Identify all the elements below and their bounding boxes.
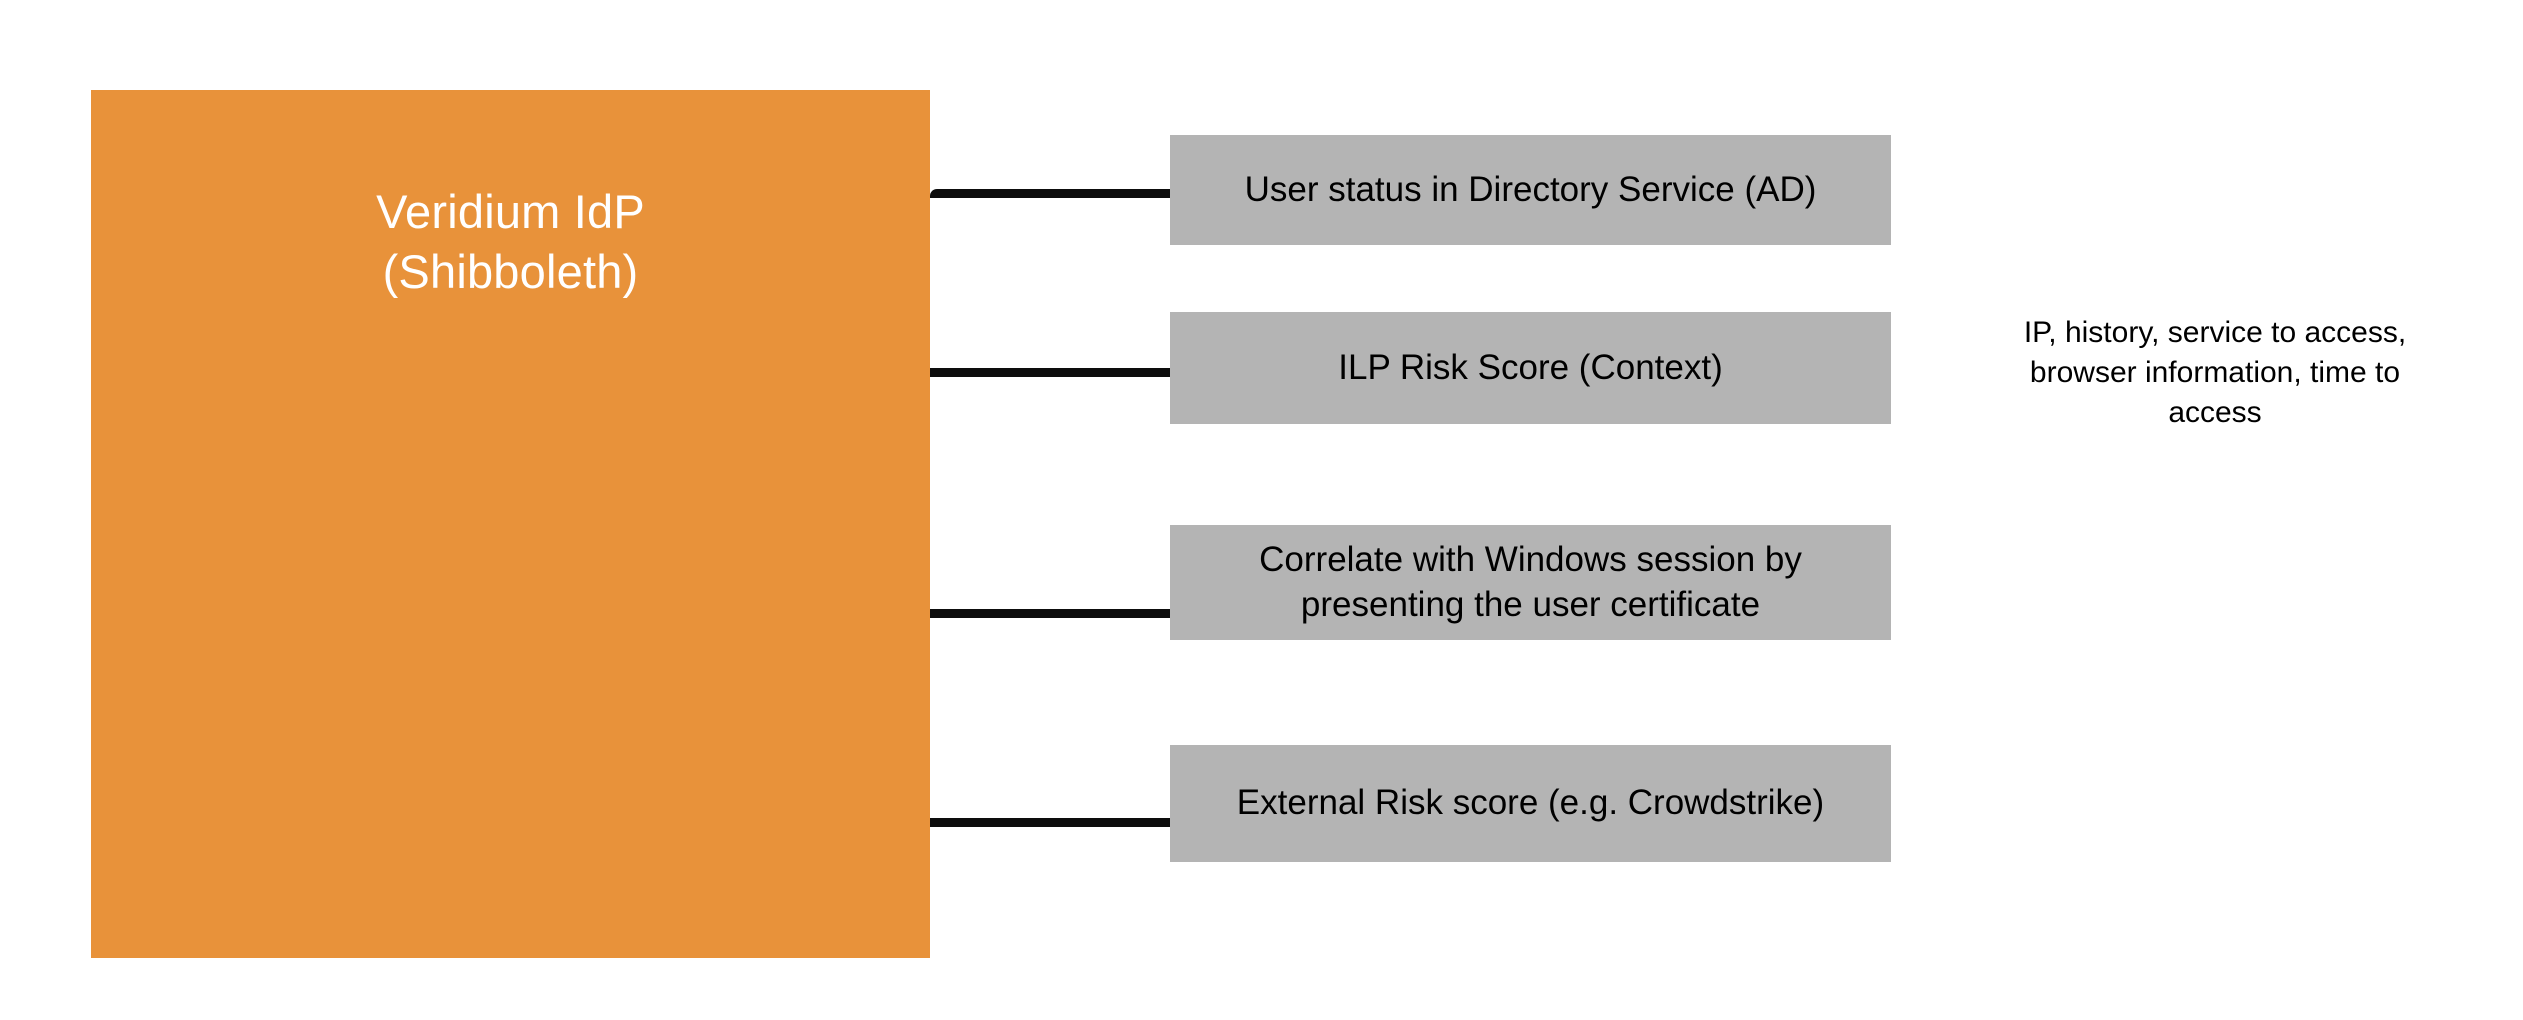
attribute-box-label: User status in Directory Service (AD) <box>1244 169 1817 209</box>
attribute-box-label: External Risk score (e.g. Crowdstrike) <box>1236 783 1825 823</box>
idp-node[interactable]: Veridium IdP (Shibboleth) <box>91 90 930 958</box>
attribute-box-user-status[interactable]: User status in Directory Service (AD) <box>1170 135 1891 245</box>
attribute-box-windows-session-correlation[interactable]: Correlate with Windows session by presen… <box>1170 525 1891 640</box>
connector-line-1 <box>930 189 1172 198</box>
attribute-box-label: Correlate with Windows session by presen… <box>1259 540 1802 624</box>
attribute-box-external-risk-score[interactable]: External Risk score (e.g. Crowdstrike) <box>1170 745 1891 862</box>
attribute-box-ilp-risk-score[interactable]: ILP Risk Score (Context) <box>1170 312 1891 424</box>
context-annotation-text: IP, history, service to access, browser … <box>2023 316 2407 429</box>
connector-line-4 <box>930 818 1172 827</box>
attribute-box-label: ILP Risk Score (Context) <box>1338 347 1723 387</box>
connector-line-2 <box>930 368 1172 377</box>
idp-node-label: Veridium IdP (Shibboleth) <box>376 185 645 299</box>
connector-line-3 <box>930 609 1172 618</box>
